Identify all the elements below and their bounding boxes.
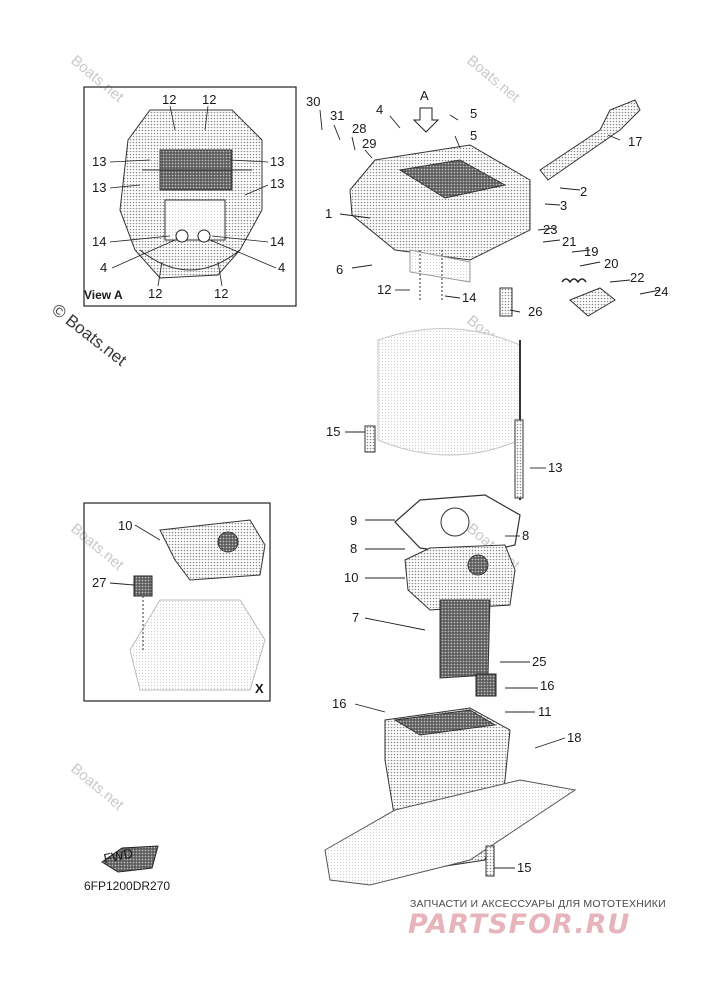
callout: 15 [326, 424, 340, 439]
callout: 29 [362, 136, 376, 151]
shift-rod-17 [539, 99, 641, 181]
view-a-inset [83, 86, 297, 307]
long-bolt-13 [514, 419, 524, 499]
leader-lines [109, 109, 661, 869]
callout: 13 [548, 460, 562, 475]
fwd-label: FWD [102, 845, 134, 866]
view-a-leaders [109, 105, 277, 287]
rubber-mount-25 [475, 673, 497, 697]
arrow-a-label: A [420, 88, 429, 103]
ghost-exhaust-cylinder [364, 328, 524, 500]
callout: 23 [543, 222, 557, 237]
callout: 10 [118, 518, 132, 533]
callout: 5 [470, 128, 477, 143]
callout: 9 [350, 513, 357, 528]
callout: 8 [350, 541, 357, 556]
callout: 4 [376, 102, 383, 117]
lower-casing-assembly [324, 673, 577, 886]
view-a-frame [83, 86, 297, 307]
callout: 12 [202, 92, 216, 107]
callout: 13 [92, 180, 106, 195]
callout: 12 [162, 92, 176, 107]
bolt-26 [499, 287, 513, 317]
callout: 16 [540, 678, 554, 693]
callout: 14 [462, 290, 476, 305]
callout: 7 [352, 610, 359, 625]
callout: 13 [270, 176, 284, 191]
callout: 13 [270, 154, 284, 169]
view-x-caption: X [255, 681, 264, 696]
callout: 5 [470, 106, 477, 121]
brand-logo: PARTSFOR.RU [408, 909, 631, 940]
callout: 24 [654, 284, 668, 299]
callout: 12 [214, 286, 228, 301]
cavitation-plate [324, 779, 577, 886]
callout: 27 [92, 575, 106, 590]
callout: 26 [528, 304, 542, 319]
upper-casing-assembly [349, 99, 641, 317]
callout: 18 [567, 730, 581, 745]
callout: 13 [92, 154, 106, 169]
bolt-15-lower [485, 845, 495, 877]
watermark: Boats.net [67, 760, 127, 814]
view-x-inset [83, 502, 271, 702]
callout: 12 [148, 286, 162, 301]
callout: 15 [517, 860, 531, 875]
callout-labels: 30 31 28 29 4 5 5 17 2 3 1 23 21 19 20 2… [92, 92, 668, 875]
callout: 14 [270, 234, 284, 249]
callout: 4 [100, 260, 107, 275]
callout: 28 [352, 121, 366, 136]
callout: 20 [604, 256, 618, 271]
fwd-arrow [101, 845, 159, 873]
brand-tagline: ЗАПЧАСТИ И АКСЕССУАРЫ ДЛЯ МОТОТЕХНИКИ [410, 898, 666, 910]
callout: 31 [330, 108, 344, 123]
callout: 22 [630, 270, 644, 285]
view-x-frame [83, 502, 271, 702]
upper-casing [349, 144, 531, 261]
lever-22 [569, 287, 616, 317]
callout: 14 [92, 234, 106, 249]
callout: 4 [278, 260, 285, 275]
callout: 1 [325, 206, 332, 221]
watermark: Boats.net [463, 52, 523, 106]
bolt-15-upper [364, 425, 376, 453]
exhaust-guide-assembly [394, 494, 521, 679]
callout: 6 [336, 262, 343, 277]
spring-20 [561, 278, 587, 284]
drawing-code: 6FP1200DR270 [84, 879, 171, 893]
callout: 21 [562, 234, 576, 249]
callout: 12 [377, 282, 391, 297]
callout: 8 [522, 528, 529, 543]
exhaust-pipe [439, 599, 491, 679]
view-a-caption: View A [84, 288, 123, 302]
view-a-arrow: A [412, 88, 440, 133]
callout: 2 [580, 184, 587, 199]
callout: 10 [344, 570, 358, 585]
callout: 11 [538, 704, 552, 719]
bearing-27 [133, 575, 153, 597]
callout: 30 [306, 94, 320, 109]
callout: 3 [560, 198, 567, 213]
callout: 16 [332, 696, 346, 711]
callout: 25 [532, 654, 546, 669]
callout: 19 [584, 244, 598, 259]
watermark: Boats.net [67, 52, 127, 106]
callout: 17 [628, 134, 642, 149]
